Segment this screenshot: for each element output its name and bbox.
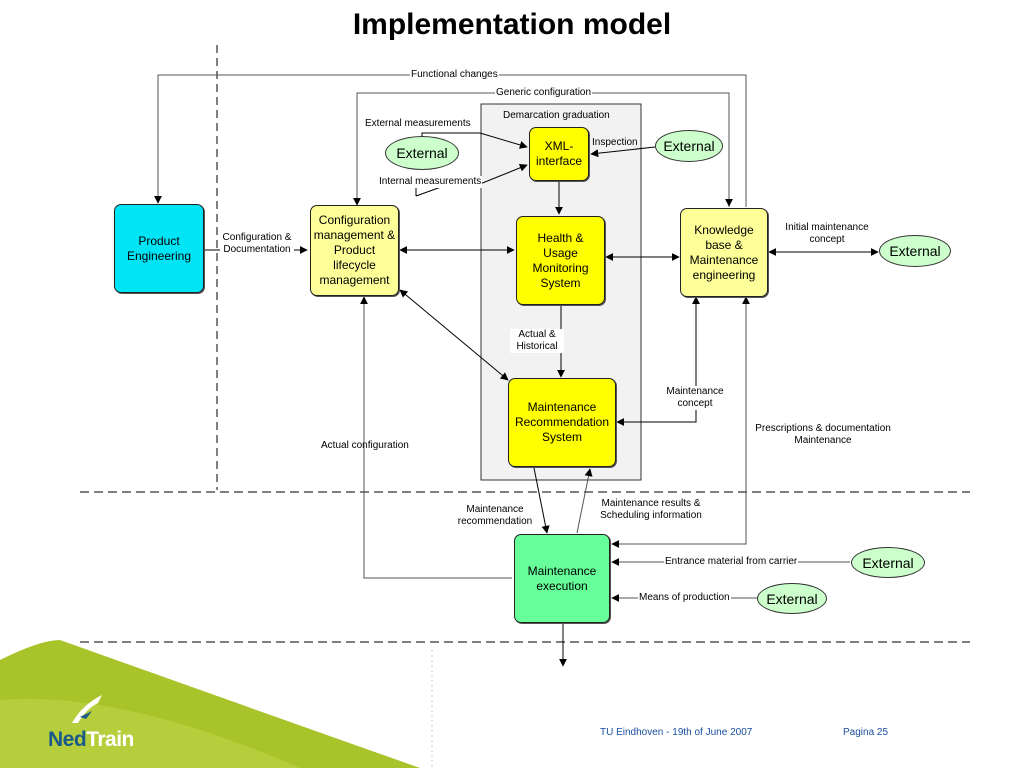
label-initial-maintenance-concept: Initial maintenance concept — [785, 222, 869, 245]
external-ellipse-measurements[interactable]: External — [385, 136, 459, 170]
label-demarcation-graduation: Demarcation graduation — [503, 110, 610, 121]
logo-train: Train — [86, 728, 134, 751]
knowledge-base-box[interactable]: Knowledge base & Maintenance engineering — [680, 208, 768, 297]
page-title: Implementation model — [352, 8, 672, 41]
label-maintenance-recommendation: Maintenance recommendation — [457, 504, 533, 527]
label-actual-historical: Actual & Historical — [510, 329, 564, 353]
product-engineering-box[interactable]: Product Engineering — [114, 204, 204, 293]
label-entrance-material: Entrance material from carrier — [664, 556, 799, 568]
health-usage-monitoring-box[interactable]: Health & Usage Monitoring System — [516, 216, 605, 305]
external-ellipse-production[interactable]: External — [757, 583, 827, 614]
logo-ned: Ned — [48, 728, 87, 751]
maintenance-recommendation-box[interactable]: Maintenance Recommendation System — [508, 378, 616, 467]
label-external-measurements: External measurements — [364, 118, 472, 130]
xml-interface-box[interactable]: XML-interface — [529, 127, 589, 181]
external-ellipse-inspection[interactable]: External — [655, 130, 723, 162]
label-means-of-production: Means of production — [638, 592, 731, 604]
external-ellipse-knowledge[interactable]: External — [879, 235, 951, 267]
nedtrain-bird-icon — [72, 695, 102, 723]
label-internal-measurements: Internal measurements — [378, 176, 483, 188]
label-maintenance-results: Maintenance results & Scheduling informa… — [600, 498, 702, 521]
label-functional-changes: Functional changes — [410, 69, 499, 81]
footer-event: TU Eindhoven - 19th of June 2007 — [600, 727, 753, 738]
label-generic-configuration: Generic configuration — [495, 87, 593, 99]
label-prescriptions-documentation: Prescriptions & documentation Maintenanc… — [755, 423, 891, 446]
label-maintenance-concept: Maintenance concept — [660, 386, 730, 410]
nedtrain-logo: NedTrain — [48, 728, 134, 752]
footer-page-number: Pagina 25 — [843, 727, 889, 738]
maintenance-execution-box[interactable]: Maintenance execution — [514, 534, 610, 623]
label-actual-configuration: Actual configuration — [321, 440, 409, 451]
external-ellipse-material[interactable]: External — [851, 547, 925, 578]
label-configuration-documentation: Configuration & Documentation — [220, 232, 294, 256]
configuration-management-box[interactable]: Configuration management & Product lifec… — [310, 205, 399, 296]
label-inspection: Inspection — [592, 137, 638, 148]
